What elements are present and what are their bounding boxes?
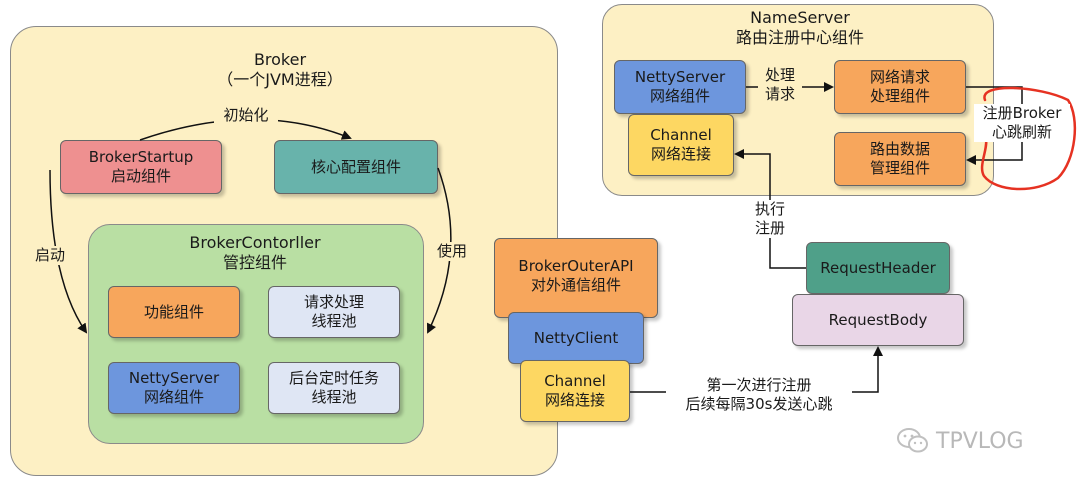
nameserver-channel-box: Channel 网络连接 [628, 114, 734, 176]
broker-startup-line-2: 启动组件 [110, 167, 171, 185]
process-request-label-line-1: 处理 [764, 66, 795, 84]
start-arrow [49, 169, 88, 334]
broker-netty-server-box: NettyServer 网络组件 [108, 362, 240, 414]
nameserver-title-line-2: 路由注册中心组件 [735, 28, 864, 47]
broker-outer-api-box: BrokerOuterAPI 对外通信组件 [494, 238, 658, 318]
request-pool-line-2: 线程池 [311, 312, 357, 330]
execute-register-label-line-2: 注册 [754, 219, 785, 237]
broker-controller-title-line-1: BrokerContorller [189, 233, 321, 252]
core-config-box: 核心配置组件 [274, 140, 438, 194]
request-pool-line-1: 请求处理 [303, 293, 364, 311]
process-request-label: 处理 请求 [758, 66, 802, 104]
broker-netty-server-line-1: NettyServer [128, 369, 220, 387]
register-heartbeat-label-line-2: 心跳刷新 [991, 123, 1052, 141]
request-body-label: RequestBody [828, 310, 928, 329]
broker-title: Broker （一个JVM进程） [180, 50, 380, 90]
request-handler-line-2: 处理组件 [869, 87, 930, 105]
scheduled-pool-box: 后台定时任务 线程池 [268, 362, 400, 414]
scheduled-pool-line-2: 线程池 [311, 388, 357, 406]
request-header-box: RequestHeader [806, 242, 950, 294]
nameserver-netty-server-line-1: NettyServer [634, 68, 726, 86]
start-label: 启动 [30, 246, 70, 265]
netty-client-label: NettyClient [533, 328, 619, 347]
function-component-box: 功能组件 [108, 286, 240, 338]
first-register-label: 第一次进行注册 后续每隔30s发送心跳 [666, 376, 852, 414]
nameserver-title-line-1: NameServer [750, 8, 850, 27]
scheduled-pool-line-1: 后台定时任务 [288, 369, 379, 387]
route-data-line-1: 路由数据 [869, 140, 930, 158]
netty-client-box: NettyClient [508, 312, 644, 364]
core-config-label: 核心配置组件 [310, 157, 401, 176]
red-annotation-circle [980, 86, 1077, 191]
route-data-line-2: 管理组件 [869, 159, 930, 177]
execute-register-label: 执行 注册 [748, 200, 792, 238]
nameserver-title: NameServer 路由注册中心组件 [700, 8, 900, 48]
register-heartbeat-label-line-1: 注册Broker [982, 104, 1062, 122]
request-header-label: RequestHeader [820, 258, 936, 277]
broker-channel-line-1: Channel [544, 372, 606, 390]
nameserver-channel-line-1: Channel [650, 126, 712, 144]
request-pool-box: 请求处理 线程池 [268, 286, 400, 338]
broker-controller-title: BrokerContorller 管控组件 [150, 233, 360, 273]
register-heartbeat-label: 注册Broker 心跳刷新 [974, 104, 1070, 142]
function-component-label: 功能组件 [143, 302, 204, 321]
broker-title-line-2: （一个JVM进程） [217, 70, 343, 89]
broker-channel-box: Channel 网络连接 [520, 360, 630, 422]
watermark-text: TPVLOG [936, 428, 1024, 454]
broker-startup-line-1: BrokerStartup [88, 148, 194, 166]
broker-channel-line-2: 网络连接 [544, 391, 605, 409]
first-register-label-line-2: 后续每隔30s发送心跳 [685, 395, 833, 413]
broker-outer-api-line-2: 对外通信组件 [530, 276, 621, 294]
nameserver-netty-server-line-2: 网络组件 [649, 87, 710, 105]
broker-outer-api-line-1: BrokerOuterAPI [518, 257, 634, 275]
nameserver-channel-line-2: 网络连接 [650, 145, 711, 163]
broker-startup-box: BrokerStartup 启动组件 [60, 140, 222, 194]
use-label: 使用 [430, 242, 474, 261]
execute-register-label-line-1: 执行 [754, 200, 785, 218]
wechat-icon [897, 428, 928, 453]
nameserver-netty-server-box: NettyServer 网络组件 [614, 60, 746, 114]
first-register-label-line-1: 第一次进行注册 [706, 376, 812, 394]
request-handler-line-1: 网络请求 [869, 68, 930, 86]
broker-controller-title-line-2: 管控组件 [222, 253, 287, 272]
init-label: 初始化 [214, 106, 278, 125]
broker-netty-server-line-2: 网络组件 [143, 388, 204, 406]
route-data-box: 路由数据 管理组件 [834, 132, 966, 186]
watermark: TPVLOG [896, 426, 1056, 456]
request-body-box: RequestBody [792, 294, 964, 346]
process-request-label-line-2: 请求 [764, 85, 795, 103]
request-handler-box: 网络请求 处理组件 [834, 60, 966, 114]
broker-title-line-1: Broker [253, 50, 307, 69]
